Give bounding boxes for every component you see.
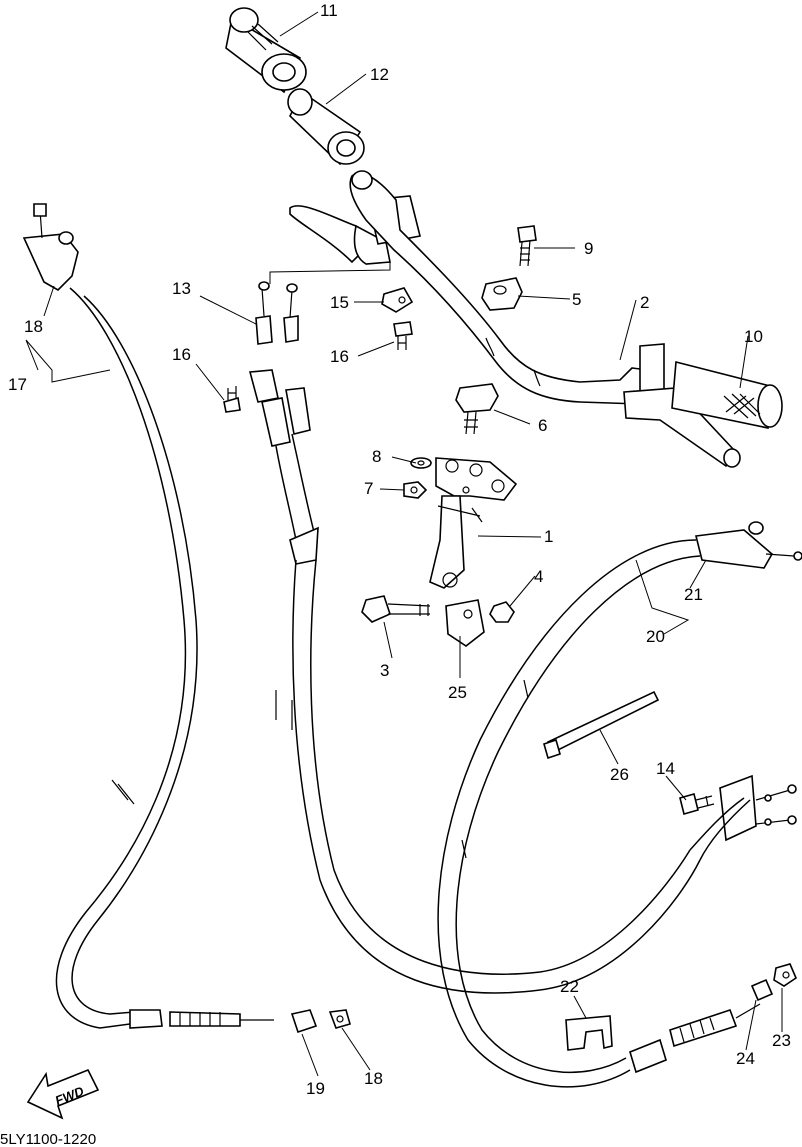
part-12-throttle-grip-sleeve bbox=[287, 88, 365, 166]
callout-11: 11 bbox=[320, 1, 338, 20]
forward-direction-arrow: FWD bbox=[26, 1068, 100, 1120]
callout-5: 5 bbox=[572, 290, 581, 309]
part-6-lower-handlebar-holder bbox=[455, 383, 499, 435]
part-24-nut bbox=[773, 963, 797, 987]
part-16-screw-upper bbox=[393, 321, 413, 350]
callout-2: 2 bbox=[640, 293, 649, 312]
right-lever-assembly bbox=[623, 343, 741, 468]
callout-21: 20 bbox=[646, 627, 665, 646]
part-16-screw-lower bbox=[223, 386, 241, 413]
leader-lines bbox=[25, 11, 783, 1077]
callout-18: 18 bbox=[24, 317, 43, 336]
callout-16-upper: 16 bbox=[330, 347, 349, 366]
callout-4: 4 bbox=[534, 567, 543, 586]
part-7-nut bbox=[403, 481, 428, 499]
callout-9: 9 bbox=[584, 239, 593, 258]
callout-12: 12 bbox=[370, 65, 389, 84]
part-17-clutch-cable bbox=[55, 287, 274, 1029]
part-19-nut bbox=[328, 1009, 351, 1029]
callout-10: 10 bbox=[744, 327, 763, 346]
part-13-throttle-cable bbox=[248, 281, 701, 994]
part-4-nut bbox=[489, 601, 515, 623]
part-20-cable-joint bbox=[290, 1009, 318, 1034]
callout-7: 7 bbox=[364, 479, 373, 498]
callout-23: 22 bbox=[560, 977, 579, 996]
diagram-reference-code: 5LY1100-1220 bbox=[0, 1131, 96, 1147]
part-10-right-grip bbox=[671, 360, 783, 429]
callout-26: 25 bbox=[448, 683, 467, 702]
callout-6: 6 bbox=[538, 416, 547, 435]
callout-8: 8 bbox=[372, 447, 381, 466]
callout-3: 3 bbox=[380, 661, 389, 680]
callout-14: 14 bbox=[656, 759, 675, 778]
callout-24: 23 bbox=[772, 1031, 791, 1050]
callout-22: 21 bbox=[684, 585, 703, 604]
callout-15: 15 bbox=[330, 293, 349, 312]
callout-13: 13 bbox=[172, 279, 191, 298]
callout-16-lower: 16 bbox=[172, 345, 191, 364]
part-27-cable-tie bbox=[543, 690, 660, 760]
callout-25: 24 bbox=[736, 1049, 755, 1068]
part-14-screw bbox=[679, 793, 715, 815]
part-1-handlebar-bracket bbox=[429, 457, 518, 589]
part-18-clutch-cable-end bbox=[22, 203, 79, 291]
callout-labels: 11 12 9 5 2 10 6 8 7 1 4 3 25 13 15 16 1… bbox=[8, 1, 791, 1098]
callout-27: 26 bbox=[610, 765, 629, 784]
part-25-cable-joint bbox=[750, 978, 774, 1002]
callout-20: 19 bbox=[306, 1079, 325, 1098]
callout-17: 17 bbox=[8, 375, 27, 394]
part-15-cable-guide bbox=[381, 287, 414, 313]
part-22-brake-cable-end bbox=[695, 521, 802, 569]
part-3-bolt bbox=[361, 595, 431, 623]
part-21-brake-cable bbox=[437, 539, 761, 1088]
part-9-bolt bbox=[517, 225, 537, 267]
part-11-left-grip bbox=[225, 7, 307, 94]
part-8-washer bbox=[410, 457, 432, 469]
part-23-clip bbox=[565, 1015, 613, 1051]
throttle-cable-upper-end bbox=[689, 774, 797, 861]
callout-1: 1 bbox=[544, 527, 553, 546]
part-5-upper-handlebar-holder bbox=[481, 277, 523, 311]
callout-19: 18 bbox=[364, 1069, 383, 1088]
part-26-plate bbox=[445, 599, 485, 647]
